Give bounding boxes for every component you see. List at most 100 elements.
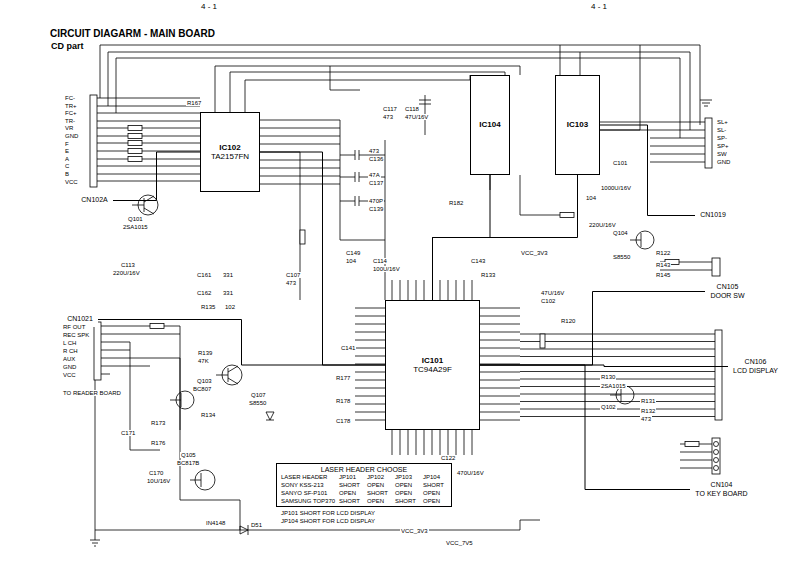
component-label: Q102 xyxy=(600,404,617,410)
diode-symbol xyxy=(240,412,274,535)
component-label: R CH xyxy=(62,348,79,354)
component-label: SL- xyxy=(716,127,727,133)
component-label: R122 xyxy=(655,250,671,256)
component-label: LASER HEADER xyxy=(280,474,328,480)
component-label: C141 xyxy=(340,345,356,351)
component-label: SW xyxy=(716,151,728,157)
component-label: 473 xyxy=(285,280,297,286)
component-label: CD part xyxy=(50,42,85,51)
component-label: OPEN xyxy=(366,498,385,504)
component-label: 1000U/16V xyxy=(600,185,632,191)
component-label: S8550 xyxy=(612,254,631,260)
part-reference: IC104 xyxy=(479,120,500,129)
component-label: C149 xyxy=(345,250,361,256)
component-label: R134 xyxy=(200,412,216,418)
component-label: B xyxy=(64,171,70,177)
component-label: 4 - 1 xyxy=(200,3,218,11)
component-label: RF OUT xyxy=(62,324,86,330)
component-label: SHORT xyxy=(394,498,417,504)
component-label: SP+ xyxy=(716,143,730,149)
component-label: JP103 xyxy=(394,474,413,480)
component-label: R143 xyxy=(655,262,671,268)
component-label: OPEN xyxy=(394,490,413,496)
circuit-wire xyxy=(480,365,690,490)
ic-box: IC104 xyxy=(470,75,510,175)
component-label: Q103 xyxy=(196,378,213,384)
component-label: GND xyxy=(62,364,77,370)
part-reference: CN106 xyxy=(745,358,767,366)
component-label: TO READER BOARD xyxy=(62,390,122,396)
component-label: R145 xyxy=(655,272,671,278)
component-label: R120 xyxy=(560,318,576,324)
component-label: R167 xyxy=(186,100,202,106)
component-label: BC807 xyxy=(192,386,212,392)
component-label: OPEN xyxy=(394,482,413,488)
component-label: 2SA1015 xyxy=(600,383,627,389)
part-name: TO KEY BOARD xyxy=(695,490,747,498)
connector-label: CN102A xyxy=(76,193,113,208)
component-label: R132 xyxy=(640,408,656,414)
component-label: SP- xyxy=(716,135,728,141)
component-label: C107 xyxy=(285,272,301,278)
part-reference: CN102A xyxy=(81,196,107,204)
component-label: SHORT xyxy=(422,482,445,488)
circuit-wire xyxy=(480,292,705,366)
component-label: C101 xyxy=(612,160,628,166)
connector-body xyxy=(712,258,720,276)
component-label: R177 xyxy=(335,375,351,381)
circuit-wire xyxy=(113,152,200,201)
component-label: TR- xyxy=(64,118,76,124)
component-label: JP104 SHORT FOR LCD DISPLAY xyxy=(280,518,376,524)
component-label: 102 xyxy=(224,304,236,310)
component-label: Q105 xyxy=(180,452,197,458)
component-label: VCC xyxy=(62,372,77,378)
component-label: 470P xyxy=(368,198,384,204)
component-label: 104 xyxy=(585,195,597,201)
component-label: E xyxy=(64,148,70,154)
component-label: 47U/16V xyxy=(404,114,429,120)
signal-wires xyxy=(97,98,200,181)
circuit-wire xyxy=(98,320,385,366)
component-label: SHORT xyxy=(338,482,361,488)
component-label: R130 xyxy=(600,374,616,380)
component-label: OPEN xyxy=(338,490,357,496)
component-label: VCC_3V3 xyxy=(400,528,429,534)
ic-box: IC101TC94A29F xyxy=(385,300,480,430)
component-label: 47K xyxy=(197,358,210,364)
part-name: DOOR SW xyxy=(710,292,744,300)
component-label: 473 xyxy=(368,148,380,154)
component-label: R135 xyxy=(200,304,216,310)
component-label: SONY KSS-213 xyxy=(280,482,325,488)
connector-body xyxy=(712,438,720,474)
component-label: R182 xyxy=(448,200,464,206)
component-label: 4 - 1 xyxy=(590,3,608,11)
component-label: SL+ xyxy=(716,119,729,125)
component-label: JP101 xyxy=(338,474,357,480)
component-label: GND xyxy=(64,133,79,139)
component-label: 2SA1015 xyxy=(122,224,149,230)
component-label: 104 xyxy=(345,258,357,264)
component-label: R176 xyxy=(150,440,166,446)
component-label: C137 xyxy=(368,180,384,186)
component-label: C114 xyxy=(372,258,388,264)
connector-body xyxy=(90,95,97,187)
motor-wires xyxy=(600,100,712,162)
component-label: JP101 SHORT FOR LCD DISPLAY xyxy=(280,510,376,516)
component-label: A xyxy=(64,156,70,162)
component-label: 473 xyxy=(382,114,394,120)
component-label: C170 xyxy=(148,470,164,476)
component-label: C143 xyxy=(470,258,486,264)
component-label: TR+ xyxy=(64,103,78,109)
connector-body xyxy=(705,118,712,168)
part-reference: IC103 xyxy=(567,120,588,129)
component-label: 331 xyxy=(222,272,234,278)
ic-box: IC103 xyxy=(555,75,600,175)
component-label: AUX xyxy=(62,356,76,362)
part-reference: CN1019 xyxy=(700,211,726,219)
component-label: SHORT xyxy=(366,490,389,496)
component-label: SANYO SF-P101 xyxy=(280,490,328,496)
component-label: OPEN xyxy=(422,490,441,496)
component-label: JP104 xyxy=(422,474,441,480)
connector-label: CN106LCD DISPLAY xyxy=(728,355,783,378)
component-label: VCC_7V5 xyxy=(445,540,474,546)
